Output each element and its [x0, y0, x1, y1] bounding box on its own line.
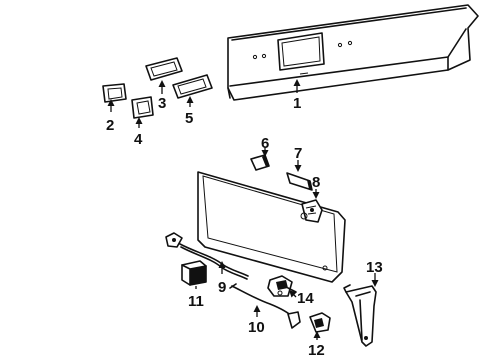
callout-7: 7	[294, 145, 302, 162]
callout-13: 13	[366, 259, 383, 276]
tailgate-trim-panel	[227, 4, 479, 101]
callout-6: 6	[261, 135, 269, 152]
callout-11: 11	[188, 293, 204, 310]
callout-2: 2	[106, 117, 114, 134]
tailgate-handle	[286, 172, 313, 191]
tailgate-inner-panel	[197, 171, 346, 283]
support-strap	[343, 284, 377, 347]
lens-gasket-small	[102, 83, 127, 103]
striker	[309, 312, 331, 333]
lamp-lens	[172, 74, 213, 99]
callout-5: 5	[185, 110, 193, 127]
callout-12: 12	[308, 342, 325, 359]
lock-block	[181, 260, 207, 286]
control-bracket	[267, 275, 297, 297]
callout-9: 9	[218, 279, 226, 296]
callout-8: 8	[312, 174, 320, 191]
latch-rod	[229, 283, 301, 329]
callout-14: 14	[297, 290, 314, 307]
handle-bezel	[250, 154, 270, 171]
callout-1: 1	[293, 95, 301, 112]
lamp-gasket	[145, 57, 183, 81]
tailgate-latch	[300, 199, 323, 223]
small-lens	[131, 96, 154, 119]
callout-10: 10	[248, 319, 265, 336]
callout-4: 4	[134, 131, 143, 148]
leader-lines	[107, 79, 379, 340]
callout-labels: 1 2 3 4 5 6 7 8 9 10 11 12 13 14	[106, 95, 383, 359]
callout-3: 3	[158, 95, 166, 112]
